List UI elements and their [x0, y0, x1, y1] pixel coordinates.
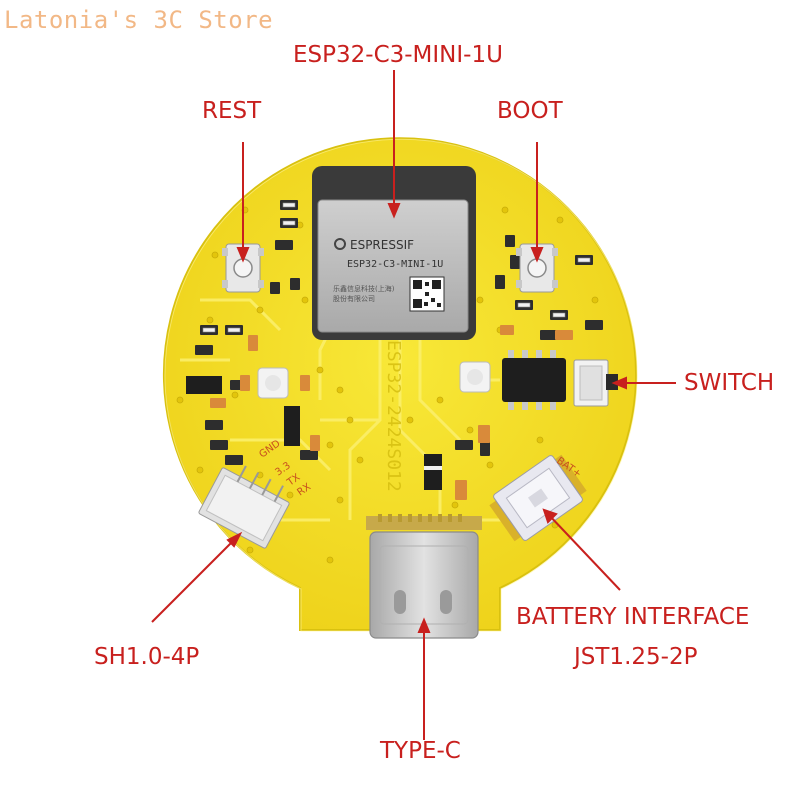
module-fine-print-2: 股份有限公司: [333, 294, 375, 303]
label-module: ESP32-C3-MINI-1U: [293, 42, 503, 68]
label-sh-connector: SH1.0-4P: [94, 644, 200, 670]
label-boot: BOOT: [497, 98, 563, 124]
smd-components: [195, 200, 603, 500]
label-reset: REST: [202, 98, 262, 124]
espressif-logo-icon: [334, 238, 346, 250]
label-battery-jst: JST1.25-2P: [574, 644, 698, 670]
sh-connector: [198, 465, 290, 549]
slide-switch[interactable]: [573, 359, 618, 407]
silkscreen-part-number: ESP32-2424S012: [383, 340, 404, 492]
callout-lines: [151, 70, 676, 740]
module-fine-print-1: 乐鑫信息科技(上海): [333, 284, 395, 293]
label-battery-interface: BATTERY INTERFACE: [516, 604, 750, 630]
label-usb-type-c: TYPE-C: [380, 738, 461, 764]
battery-connector: BAT+: [489, 454, 587, 542]
ic-chips: [186, 350, 566, 490]
qr-code-icon: [409, 276, 445, 312]
module-model: ESP32-C3-MINI-1U: [347, 259, 443, 270]
label-switch: SWITCH: [684, 370, 775, 396]
boot-button[interactable]: [516, 243, 558, 293]
store-watermark: Latonia's 3C Store: [4, 6, 274, 34]
led-pads: [257, 361, 491, 399]
esp32-module: ESPRESSIF ESP32-C3-MINI-1U 乐鑫信息科技(上海) 股份…: [312, 166, 476, 340]
module-brand: ESPRESSIF: [350, 238, 414, 252]
